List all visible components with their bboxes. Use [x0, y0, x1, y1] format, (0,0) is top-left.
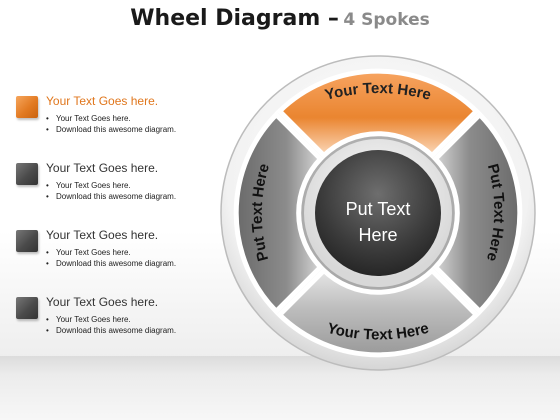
gray-square-icon — [16, 230, 38, 252]
hub — [315, 150, 441, 276]
bullet-item: Download this awesome diagram. — [46, 124, 176, 135]
list-item-heading: Your Text Goes here. — [46, 228, 159, 242]
spoke-left — [233, 111, 325, 315]
orange-square-icon — [16, 96, 38, 118]
title-main: Wheel Diagram – — [130, 6, 339, 31]
gray-square-icon — [16, 297, 38, 319]
list-item-heading: Your Text Goes here. — [46, 94, 159, 108]
gray-square-icon — [16, 163, 38, 185]
bullet-item: Download this awesome diagram. — [46, 258, 176, 269]
bullet-item: Your Text Goes here. — [46, 180, 176, 191]
spoke-bottom-label: Your Text Here — [325, 320, 430, 344]
spoke-top-label: Your Text Here — [323, 80, 433, 104]
bullet-item: Download this awesome diagram. — [46, 325, 176, 336]
spoke-bottom — [276, 266, 480, 358]
bullet-item: Download this awesome diagram. — [46, 191, 176, 202]
floor-gradient — [0, 356, 560, 420]
list-item-heading: Your Text Goes here. — [46, 161, 159, 175]
bullet-list: Your Text Goes here. Download this aweso… — [46, 180, 176, 202]
hub-label-line2: Here — [358, 225, 397, 245]
list-item-heading: Your Text Goes here. — [46, 295, 159, 309]
bullet-list: Your Text Goes here. Download this aweso… — [46, 314, 176, 336]
bullet-item: Your Text Goes here. — [46, 314, 176, 325]
bullet-list: Your Text Goes here. Download this aweso… — [46, 247, 176, 269]
spoke-top — [276, 68, 480, 160]
title-sub: 4 Spokes — [343, 10, 430, 30]
bullet-item: Your Text Goes here. — [46, 113, 176, 124]
spoke-right — [431, 111, 523, 315]
bullet-item: Your Text Goes here. — [46, 247, 176, 258]
hub-label-line1: Put Text — [346, 199, 411, 219]
page-title: Wheel Diagram – 4 Spokes — [0, 6, 560, 31]
bullet-list: Your Text Goes here. Download this aweso… — [46, 113, 176, 135]
